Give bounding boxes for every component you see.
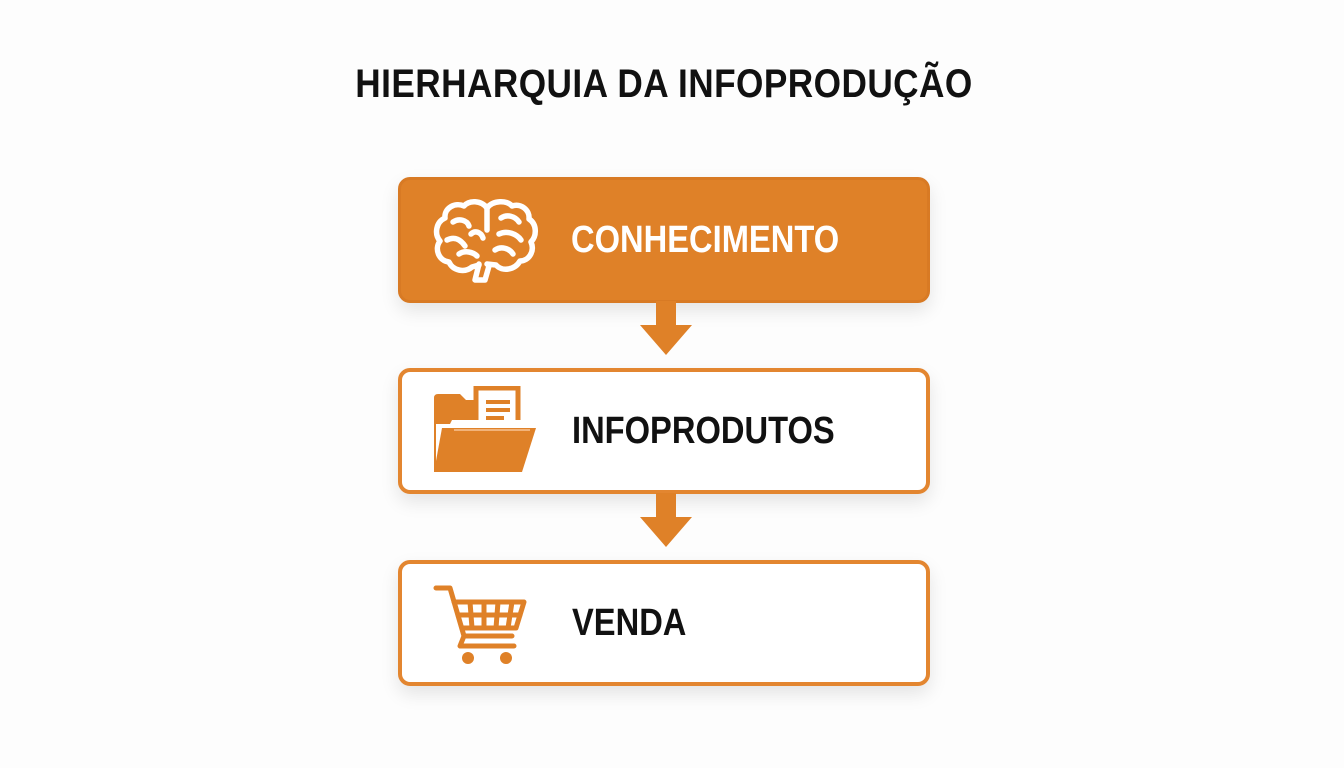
level-label-conhecimento: CONHECIMENTO bbox=[571, 218, 840, 261]
diagram-title: HIERHARQUIA DA INFOPRODUÇÃO bbox=[355, 62, 973, 106]
arrow-down-icon bbox=[638, 301, 694, 357]
level-box-venda: VENDA bbox=[398, 560, 930, 686]
brain-icon bbox=[429, 194, 541, 286]
shopping-cart-icon bbox=[430, 578, 542, 670]
arrow-down-icon bbox=[638, 493, 694, 549]
level-box-conhecimento: CONHECIMENTO bbox=[398, 177, 930, 303]
level-label-infoprodutos: INFOPRODUTOS bbox=[572, 409, 835, 452]
folder-icon bbox=[430, 385, 542, 478]
level-label-venda: VENDA bbox=[572, 601, 687, 644]
level-box-infoprodutos: INFOPRODUTOS bbox=[398, 368, 930, 494]
